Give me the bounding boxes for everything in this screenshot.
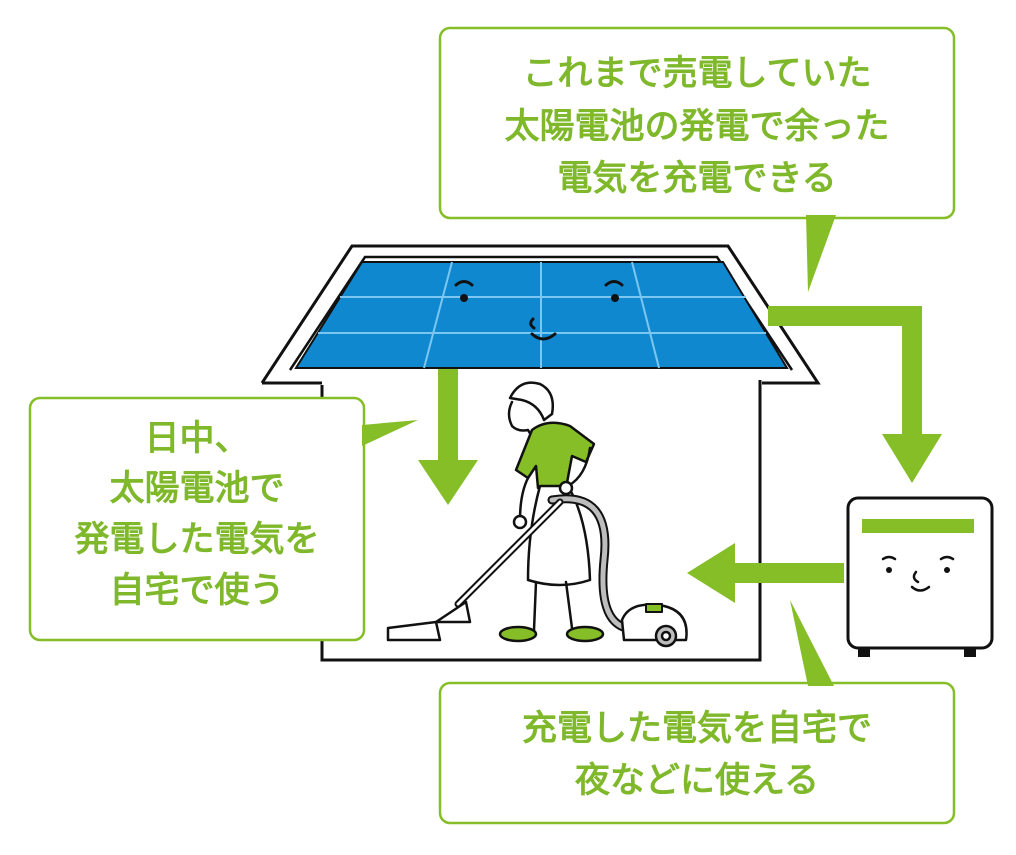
callout-daytime-use: 日中、 太陽電池で 発電した電気を 自宅で使う	[28, 396, 418, 642]
callout-left-line-3: 発電した電気を	[73, 520, 319, 560]
callout-left-line-4: 自宅で使う	[109, 570, 284, 611]
callout-bottom-line-1: 充電した電気を自宅で	[522, 708, 872, 749]
callout-top-line-1: これまで売電していた	[523, 54, 872, 94]
callout-bottom-line-2: 夜などに使える	[574, 761, 819, 801]
callout-surplus-charging: これまで売電していた 太陽電池の発電で余った 電気を充電できる	[438, 26, 956, 292]
callout-left-line-1: 日中、	[144, 419, 249, 459]
arrow-battery-to-house	[687, 543, 844, 603]
callout-left-line-2: 太陽電池で	[109, 469, 284, 509]
arrow-panel-to-house	[418, 369, 478, 505]
callout-top-line-2: 太陽電池の発電で余った	[504, 106, 889, 147]
callout-top-line-3: 電気を充電できる	[557, 159, 836, 199]
smiling-solar-panel-icon	[294, 261, 789, 369]
person-vacuuming-icon	[386, 381, 688, 648]
callout-night-use: 充電した電気を自宅で 夜などに使える	[438, 600, 956, 825]
arrow-panel-to-battery	[768, 306, 942, 483]
smiling-storage-battery-icon	[846, 496, 994, 657]
